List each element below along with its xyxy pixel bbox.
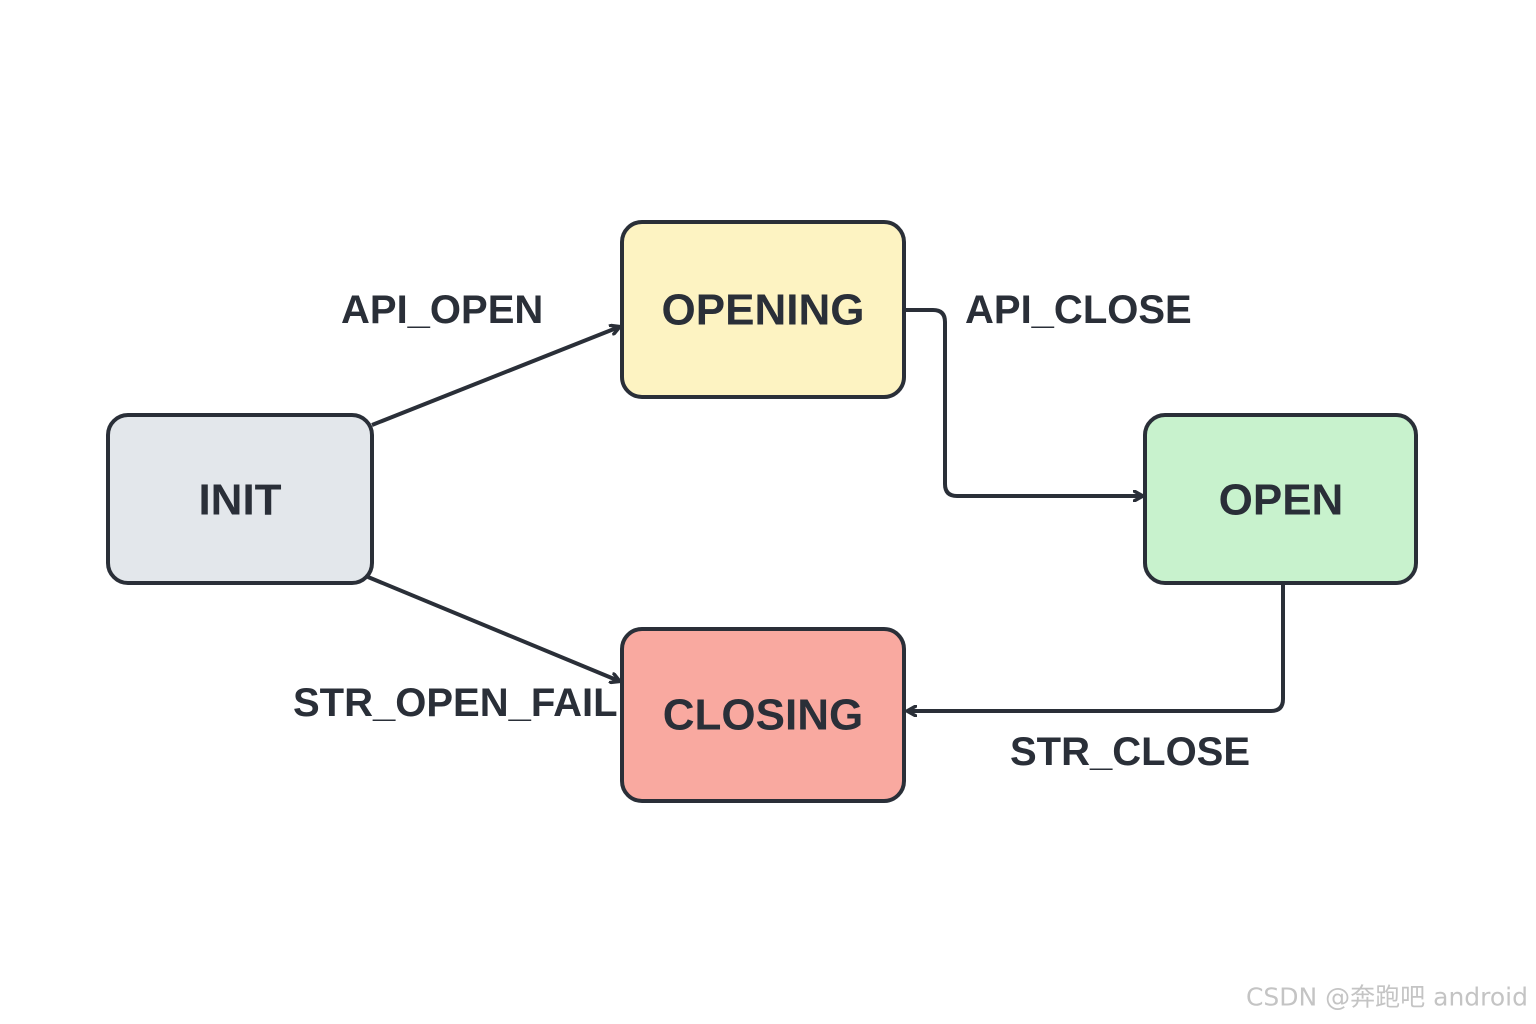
edge-label-api-close: API_CLOSE: [965, 288, 1192, 332]
edge-api-open: [371, 327, 619, 427]
state-opening: OPENING: [620, 220, 906, 399]
edge-api-close: [905, 308, 1142, 496]
state-open: OPEN: [1143, 413, 1418, 585]
state-init-label: INIT: [198, 476, 281, 525]
edge-label-str-open-fail: STR_OPEN_FAIL: [293, 681, 618, 725]
state-init-box: [106, 413, 374, 585]
state-opening-box: [620, 220, 906, 399]
edge-str-open-fail: [367, 575, 619, 681]
state-closing-box: [620, 627, 906, 803]
state-open-box: [1143, 413, 1418, 585]
edge-label-api-open: API_OPEN: [341, 288, 543, 332]
edge-str-close: [908, 585, 1285, 711]
state-opening-label: OPENING: [662, 286, 865, 335]
state-open-label: OPEN: [1219, 476, 1344, 525]
edge-label-str-close: STR_CLOSE: [1010, 730, 1250, 774]
state-closing-label: CLOSING: [663, 691, 863, 740]
watermark: CSDN @奔跑吧 android: [1246, 983, 1528, 1012]
state-init: INIT: [106, 413, 374, 585]
state-closing: CLOSING: [620, 627, 906, 803]
